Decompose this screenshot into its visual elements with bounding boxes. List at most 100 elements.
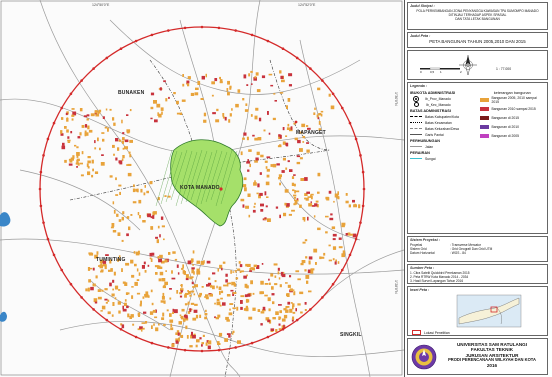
- ring-vertex: [309, 67, 312, 70]
- building-footprint: [142, 327, 145, 330]
- building-footprint: [189, 276, 193, 280]
- building-footprint: [229, 113, 232, 117]
- building-footprint: [174, 258, 178, 261]
- building-footprint: [247, 293, 251, 297]
- building-footprint: [159, 254, 163, 258]
- building-footprint: [144, 294, 149, 298]
- building-footprint: [284, 202, 287, 206]
- building-footprint: [147, 264, 150, 267]
- building-footprint: [227, 92, 230, 96]
- building-footprint: [306, 142, 309, 144]
- label-bunaken: BUNAKEN: [118, 90, 145, 96]
- building-footprint: [267, 111, 269, 115]
- proj-row: Datum Horizontal: WGS - 84: [410, 251, 545, 255]
- building-footprint: [255, 72, 259, 76]
- building-footprint: [159, 271, 164, 276]
- building-footprint: [242, 98, 245, 101]
- building-footprint: [245, 103, 248, 106]
- building-footprint: [151, 325, 153, 329]
- building-footprint: [265, 205, 268, 208]
- building-footprint: [212, 285, 215, 290]
- building-footprint: [151, 302, 154, 306]
- ring-vertex: [46, 237, 50, 241]
- building-footprint: [175, 340, 179, 344]
- building-footprint: [131, 274, 135, 278]
- building-footprint: [287, 160, 290, 163]
- building-footprint: [157, 225, 160, 229]
- building-footprint: [297, 303, 301, 306]
- building-footprint: [89, 252, 94, 256]
- proj-row: Sistem Grid: Grid Geografi Dan Grid UTM: [410, 247, 545, 251]
- building-footprint: [240, 270, 244, 273]
- ring-vertex: [42, 221, 45, 224]
- building-footprint: [307, 127, 311, 130]
- building-footprint: [295, 190, 300, 193]
- building-footprint: [179, 314, 182, 317]
- building-footprint: [109, 259, 112, 264]
- building-footprint: [294, 196, 297, 199]
- building-footprint: [250, 280, 253, 285]
- scale-tick: 0: [420, 70, 422, 74]
- sumber-item: 3. Hasil Survei Lapangan Tahun 2016: [410, 279, 464, 284]
- building-footprint: [155, 327, 159, 332]
- building-footprint: [118, 139, 122, 142]
- building-footprint: [118, 160, 122, 164]
- hatch-line: [205, 150, 223, 203]
- building-footprint: [255, 157, 259, 161]
- building-footprint: [189, 294, 192, 297]
- building-footprint: [230, 289, 234, 292]
- building-footprint: [242, 184, 247, 188]
- judul-peta-box: Judul Peta : PETA BANGUNAN TAHUN 2005,20…: [407, 32, 548, 48]
- ring-vertex: [234, 29, 237, 32]
- building-footprint: [161, 111, 163, 115]
- scale-bar: [420, 67, 460, 70]
- building-footprint: [94, 301, 98, 304]
- building-footprint: [308, 256, 313, 260]
- building-footprint: [109, 175, 113, 178]
- building-footprint: [187, 76, 191, 79]
- building-footprint: [337, 191, 339, 195]
- legend-label: Batas Kabupaten/Kota: [425, 114, 459, 119]
- building-footprint: [242, 137, 245, 140]
- building-swatch-icon: [479, 125, 489, 129]
- building-footprint: [196, 260, 200, 264]
- building-footprint: [182, 318, 186, 322]
- building-footprint: [258, 194, 261, 199]
- legend-label: Garis Pantai: [425, 132, 444, 137]
- building-footprint: [115, 194, 119, 196]
- building-footprint: [264, 160, 268, 163]
- building-footprint: [138, 272, 141, 276]
- building-footprint: [180, 288, 184, 292]
- building-footprint: [303, 219, 306, 222]
- building-footprint: [126, 233, 129, 237]
- building-footprint: [150, 181, 153, 184]
- building-footprint: [169, 319, 174, 323]
- building-footprint: [64, 159, 67, 163]
- building-footprint: [162, 312, 165, 317]
- building-footprint: [226, 333, 231, 335]
- batas-title: BATAS ADMINISTRASI: [410, 109, 451, 113]
- judul-skripsi-label: Judul Skripsi :: [410, 4, 435, 8]
- building-footprint: [102, 116, 105, 119]
- building-footprint: [304, 177, 308, 181]
- ring-vertex: [340, 268, 344, 272]
- building-footprint: [205, 73, 207, 78]
- building-footprint: [205, 294, 209, 297]
- building-footprint: [162, 285, 166, 289]
- building-footprint: [219, 264, 223, 269]
- building-footprint: [341, 224, 345, 228]
- ring-vertex: [80, 296, 83, 299]
- building-footprint: [86, 163, 89, 167]
- buffer-ring-vertices: [38, 25, 366, 353]
- building-footprint: [168, 96, 170, 99]
- building-footprint: [105, 254, 109, 256]
- building-footprint: [109, 108, 112, 111]
- building-footprint: [161, 225, 165, 228]
- building-footprint: [139, 326, 143, 329]
- building-footprint: [334, 193, 339, 198]
- building-footprint: [237, 89, 241, 93]
- building-footprint: [225, 279, 228, 283]
- building-footprint: [190, 260, 193, 264]
- building-footprint: [105, 301, 108, 304]
- building-footprint: [184, 294, 187, 298]
